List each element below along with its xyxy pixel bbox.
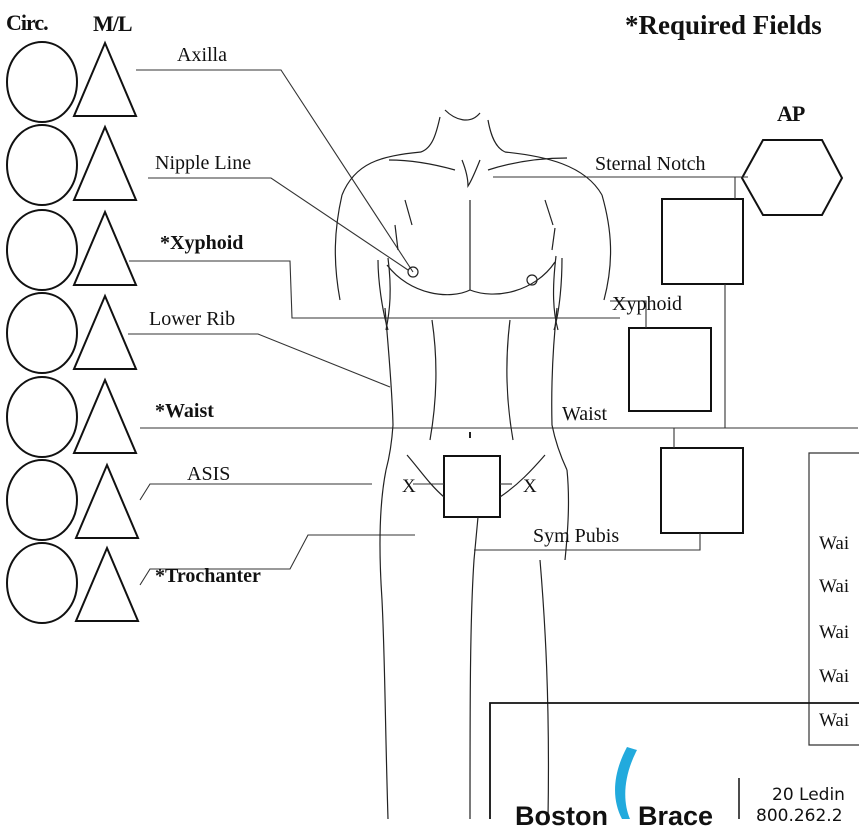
label-sternal-notch: Sternal Notch	[595, 153, 706, 176]
circ-axilla[interactable]	[7, 42, 77, 122]
label-axilla: Axilla	[177, 44, 227, 67]
ap-square-waist[interactable]	[629, 328, 711, 411]
required-fields-note: *Required Fields	[625, 10, 822, 41]
logo-word-boston: Boston	[515, 801, 608, 832]
label-waist: *Waist	[155, 400, 214, 423]
side-panel-item: Wai	[819, 622, 849, 644]
label-waist-ap: Waist	[562, 403, 607, 426]
leader-lines	[128, 70, 858, 585]
circ-trochanter[interactable]	[7, 543, 77, 623]
label-nipple-line: Nipple Line	[155, 152, 251, 175]
label-lower-rib: Lower Rib	[149, 308, 235, 331]
ml-waist[interactable]	[74, 380, 136, 453]
circ-header: Circ.	[6, 10, 48, 36]
side-panel-item: Wai	[819, 576, 849, 598]
circ-nipple-line[interactable]	[7, 125, 77, 205]
circumference-circles	[7, 42, 77, 623]
ml-header: M/L	[93, 11, 132, 37]
logo-swoosh	[615, 747, 637, 819]
address-line-2: 800.262.2	[756, 806, 843, 826]
side-panel-item: Wai	[819, 666, 849, 688]
ml-axilla[interactable]	[74, 43, 136, 116]
x-marker-right: X	[523, 476, 537, 498]
label-xyphoid-ap: Xyphoid	[612, 293, 682, 316]
ml-asis[interactable]	[76, 465, 138, 538]
logo-word-brace: Brace	[638, 801, 713, 832]
side-panel-item: Wai	[819, 533, 849, 555]
ap-square-asis[interactable]	[444, 456, 500, 517]
circ-waist[interactable]	[7, 377, 77, 457]
x-marker-left: X	[402, 476, 416, 498]
label-sym-pubis: Sym Pubis	[533, 525, 619, 548]
ap-hexagon[interactable]	[742, 140, 842, 215]
ap-squares	[444, 199, 743, 533]
ml-lower-rib[interactable]	[74, 296, 136, 369]
ap-header: AP	[777, 101, 804, 127]
circ-lower-rib[interactable]	[7, 293, 77, 373]
side-panel-frame	[809, 453, 859, 745]
label-xyphoid: *Xyphoid	[160, 232, 243, 255]
side-panel-item: Wai	[819, 710, 849, 732]
label-asis: ASIS	[187, 463, 230, 486]
address-line-1: 20 Ledin	[772, 785, 845, 805]
ml-nipple-line[interactable]	[74, 127, 136, 200]
circ-asis[interactable]	[7, 460, 77, 540]
ap-square-sym-pubis[interactable]	[661, 448, 743, 533]
label-trochanter: *Trochanter	[155, 565, 261, 588]
ml-trochanter[interactable]	[76, 548, 138, 621]
ml-xyphoid[interactable]	[74, 212, 136, 285]
ap-square-xyphoid[interactable]	[662, 199, 743, 284]
circ-xyphoid[interactable]	[7, 210, 77, 290]
ml-triangles	[74, 43, 138, 621]
